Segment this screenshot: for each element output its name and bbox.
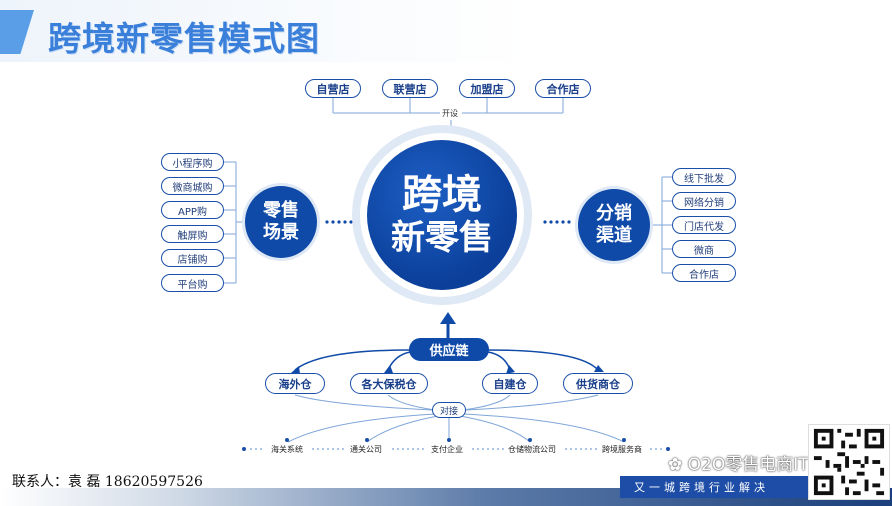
warehouse-pill: 海外仓 — [265, 373, 325, 394]
retail-item: 微商城购 — [161, 177, 224, 195]
retail-item: 店铺购 — [161, 249, 224, 267]
open-label: 开设 — [442, 109, 458, 118]
retail-hub: 零售 场景 — [245, 186, 317, 258]
watermark: ✿ O2O零售电商IT — [668, 450, 809, 475]
distribution-item: 门店代发 — [672, 216, 736, 234]
store-type-pill: 合作店 — [535, 79, 591, 98]
warehouse-pill: 自建仓 — [482, 373, 538, 394]
store-type-pill: 加盟店 — [459, 79, 515, 98]
warehouse-pill: 供货商仓 — [563, 373, 633, 394]
footer-slogan: 又一城跨境行业解决 — [620, 476, 820, 498]
retail-item: 小程序购 — [161, 153, 224, 171]
wechat-icon: ✿ — [668, 455, 683, 475]
dock-label: 对接 — [432, 402, 466, 418]
store-type-pill: 自营店 — [305, 79, 361, 98]
distribution-hub-line1: 分销 — [596, 203, 632, 224]
distribution-hub-line2: 渠道 — [596, 225, 632, 246]
retail-item: 平台购 — [161, 274, 224, 292]
warehouse-pill: 各大保税仓 — [350, 373, 428, 394]
distribution-item: 合作店 — [672, 264, 736, 282]
retail-hub-line2: 场景 — [263, 222, 299, 243]
partner-label: 支付企业 — [431, 445, 463, 454]
partner-label: 海关系统 — [271, 445, 303, 454]
distribution-item: 微商 — [672, 240, 736, 258]
qr-code-icon — [808, 424, 890, 500]
store-type-pill: 联营店 — [382, 79, 438, 98]
partner-label: 跨境服务商 — [602, 445, 642, 454]
watermark-text: O2O零售电商IT — [687, 455, 809, 475]
retail-item: 触屏购 — [161, 225, 224, 243]
contact-info: 联系人：袁 磊 18620597526 — [12, 474, 203, 490]
center-hub: 跨境 新零售 — [367, 140, 517, 290]
page-title: 跨境新零售模式图 — [48, 19, 320, 58]
supply-chain-badge: 供应链 — [409, 338, 489, 361]
center-line1: 跨境 — [402, 172, 482, 218]
distribution-hub: 分销 渠道 — [578, 189, 650, 261]
partner-label: 通关公司 — [350, 445, 382, 454]
distribution-item: 网络分销 — [672, 192, 736, 210]
partner-label: 仓储物流公司 — [508, 445, 556, 454]
retail-item: APP购 — [161, 201, 224, 219]
retail-hub-line1: 零售 — [263, 200, 299, 221]
center-line2: 新零售 — [391, 218, 493, 258]
distribution-item: 线下批发 — [672, 168, 736, 186]
title-bar — [0, 0, 892, 62]
